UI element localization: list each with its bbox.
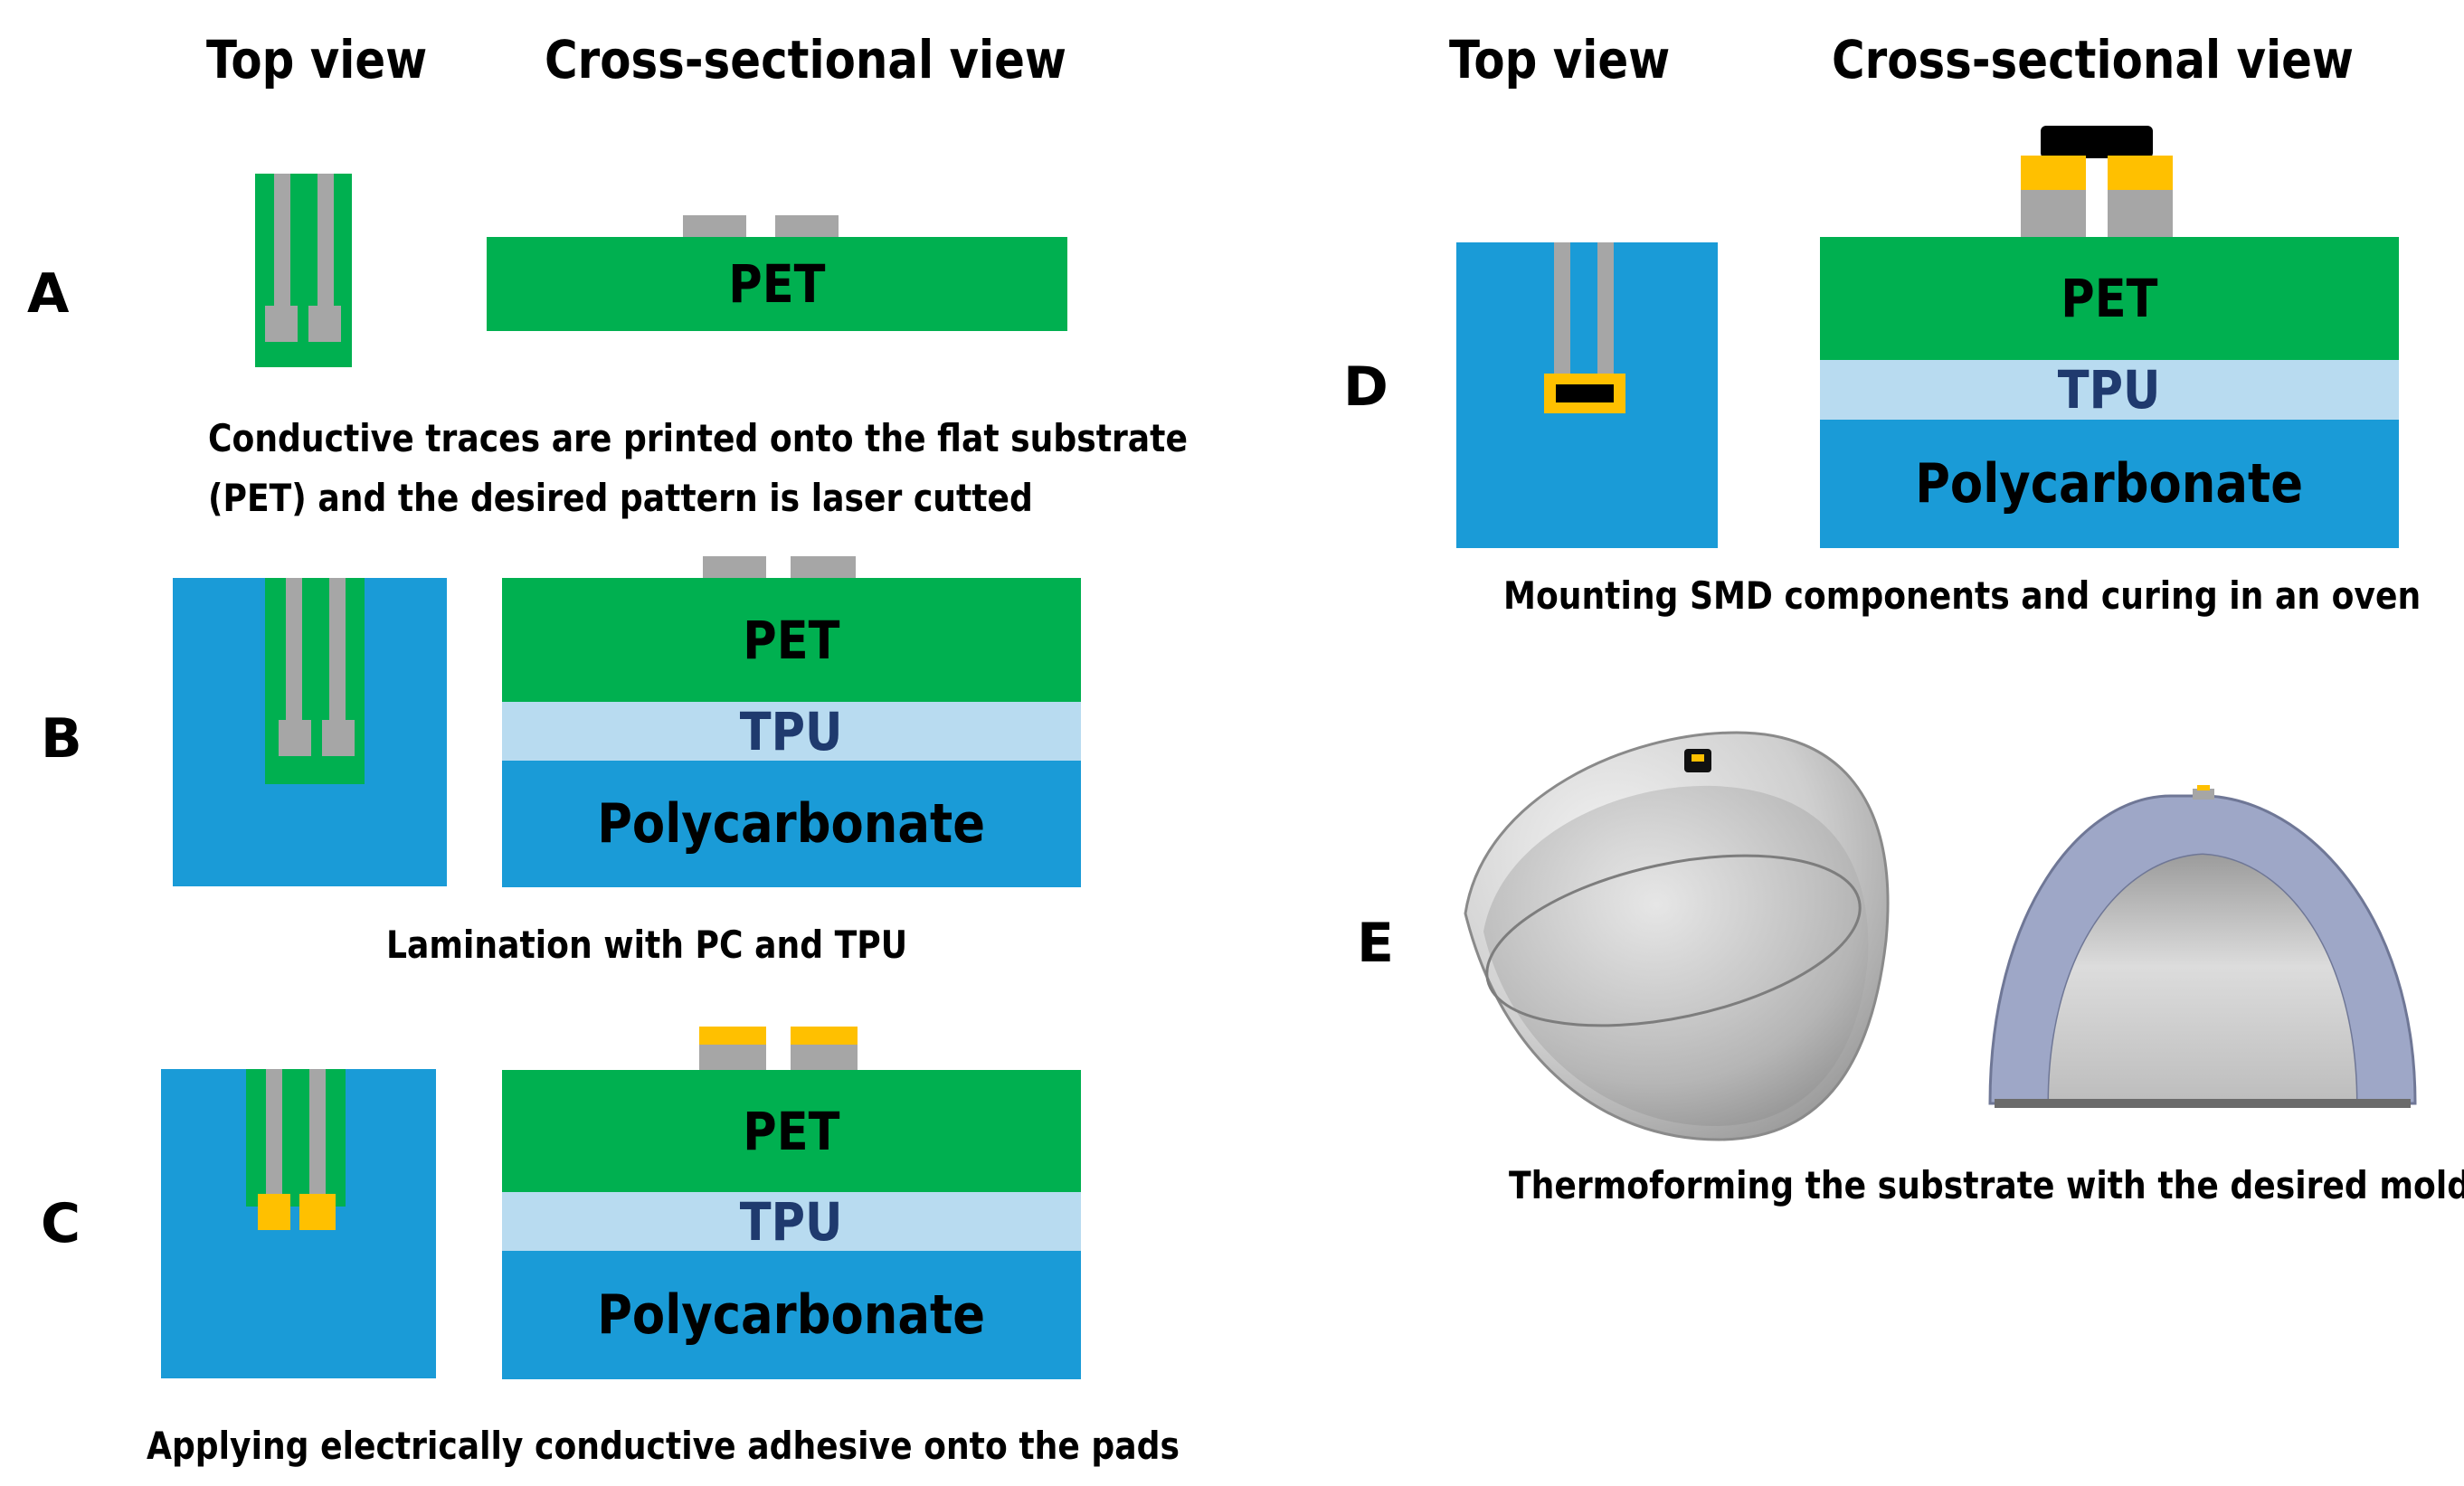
pad-left — [279, 720, 311, 756]
dome-perspective-view — [1464, 731, 1890, 1141]
pet-layer: PET — [502, 578, 1081, 702]
pet-layer: PET — [487, 237, 1067, 331]
pet-layer: PET — [1820, 237, 2399, 360]
trace-left — [286, 578, 302, 723]
step-d-label: D — [1343, 355, 1388, 419]
adhesive-cross-left — [2021, 156, 2086, 190]
pad-left — [265, 306, 298, 342]
smd-on-dome-cross — [2193, 789, 2214, 800]
adhesive-pad-right — [299, 1194, 336, 1230]
trace-right — [317, 174, 334, 309]
pet-layer: PET — [502, 1070, 1081, 1192]
cross-section-header-left: Cross-sectional view — [545, 29, 1067, 90]
pad-cross-right — [791, 1045, 858, 1070]
pad-cross-left — [683, 215, 746, 237]
step-c-caption: Applying electrically conductive adhesiv… — [147, 1424, 1180, 1468]
smd-component-top — [1556, 384, 1614, 402]
pet-substrate-top — [246, 1069, 346, 1207]
pad-cross-left — [703, 556, 766, 578]
polycarbonate-layer: Polycarbonate — [502, 761, 1081, 887]
step-b-caption: Lamination with PC and TPU — [386, 923, 908, 967]
trace-left — [266, 1069, 282, 1196]
polycarbonate-layer: Polycarbonate — [502, 1251, 1081, 1379]
step-c-label: C — [41, 1192, 81, 1255]
top-view-header-left: Top view — [206, 29, 428, 90]
tpu-layer: TPU — [502, 1191, 1081, 1253]
pad-cross-right — [2108, 190, 2173, 237]
smd-component-cross — [2041, 126, 2153, 158]
adhesive-pad-left — [258, 1194, 290, 1230]
cross-section-header-right: Cross-sectional view — [1832, 29, 2355, 90]
trace-right — [329, 578, 346, 723]
pad-right — [308, 306, 341, 342]
step-e-label: E — [1357, 912, 1394, 975]
pad-cross-left — [2021, 190, 2086, 237]
thermoformed-dome-renderings — [1464, 731, 2417, 1141]
dome-cross-section-view — [1988, 785, 2417, 1108]
pad-cross-right — [791, 556, 856, 578]
tpu-layer: TPU — [502, 701, 1081, 762]
trace-right — [309, 1069, 326, 1196]
adhesive-cross-right — [2108, 156, 2173, 190]
step-d-caption: Mounting SMD components and curing in an… — [1503, 573, 2421, 618]
top-view-header-right: Top view — [1449, 29, 1671, 90]
tpu-layer: TPU — [1820, 359, 2399, 421]
step-b-label: B — [41, 707, 82, 771]
trace-left — [1554, 242, 1570, 378]
pad-cross-left — [699, 1045, 766, 1070]
polycarbonate-layer: Polycarbonate — [1820, 420, 2399, 548]
pad-right — [322, 720, 355, 756]
step-e-caption: Thermoforming the substrate with the des… — [1509, 1163, 2464, 1207]
adhesive-cross-right — [791, 1027, 858, 1045]
step-a-caption-line1: Conductive traces are printed onto the f… — [208, 416, 1188, 460]
step-a-label: A — [27, 262, 70, 326]
trace-left — [274, 174, 290, 309]
pad-cross-right — [775, 215, 839, 237]
adhesive-cross-left — [699, 1027, 766, 1045]
step-a-caption-line2: (PET) and the desired pattern is laser c… — [208, 476, 1033, 520]
trace-right — [1597, 242, 1614, 378]
